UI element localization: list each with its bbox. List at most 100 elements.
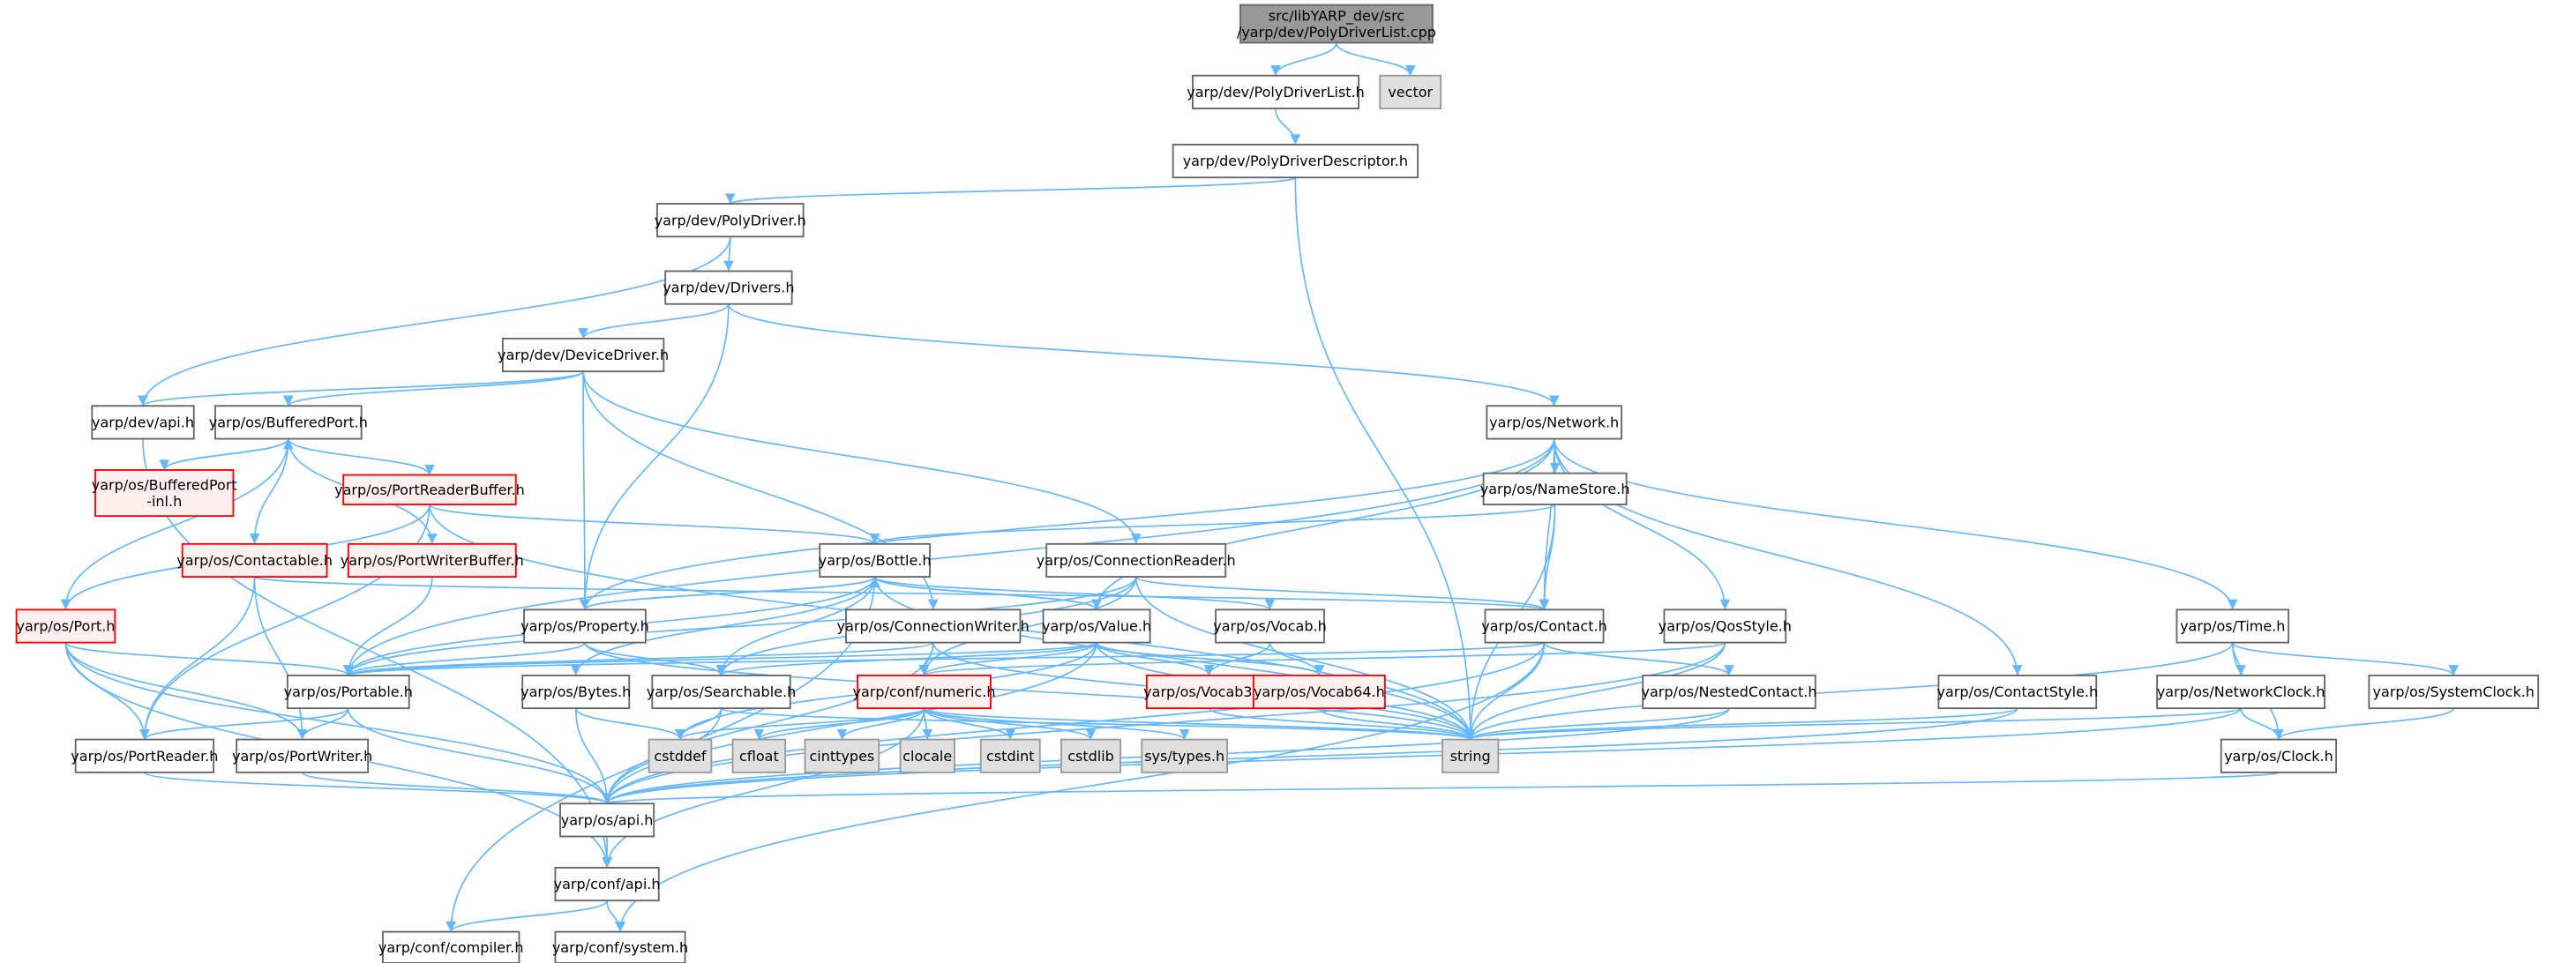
node-bport[interactable]: yarp/os/BufferedPort.h — [209, 405, 368, 440]
node-vector[interactable]: vector — [1379, 74, 1442, 109]
node-label: cstddef — [654, 748, 707, 765]
node-confapi[interactable]: yarp/conf/api.h — [554, 866, 661, 902]
edge-devdrv-to-devapi — [138, 370, 584, 407]
edge-portable-to-pwriter — [296, 707, 349, 740]
node-box — [1486, 405, 1622, 440]
node-pdl[interactable]: yarp/dev/PolyDriverList.h — [1187, 74, 1365, 109]
node-root[interactable]: src/libYARP_dev/src/yarp/dev/PolyDriverL… — [1237, 4, 1436, 44]
edge-numeric-to-cfloat — [753, 707, 925, 741]
edge-network-to-property — [580, 438, 1555, 610]
node-box — [1663, 608, 1787, 644]
node-sysclock[interactable]: yarp/os/SystemClock.h — [2368, 674, 2540, 710]
node-box — [214, 405, 363, 440]
edge-bport-to-port — [60, 438, 289, 610]
node-cstyle[interactable]: yarp/os/ContactStyle.h — [1936, 674, 2098, 710]
node-contact[interactable]: yarp/os/Contact.h — [1481, 608, 1607, 644]
node-searchable[interactable]: yarp/os/Searchable.h — [647, 674, 796, 710]
edge-cstyle-to-string — [1465, 707, 2018, 741]
node-label: sys/types.h — [1144, 748, 1224, 765]
node-pwbuf[interactable]: yarp/os/PortWriterBuffer.h — [341, 542, 524, 579]
node-box — [94, 469, 235, 518]
node-system[interactable]: yarp/conf/system.h — [552, 930, 688, 963]
edge-port-to-preader — [64, 642, 150, 740]
node-label: yarp/os/Network.h — [1489, 414, 1619, 431]
node-vocab64[interactable]: yarp/os/Vocab64.h — [1252, 674, 1386, 710]
node-box — [819, 542, 931, 579]
edge-clock-to-osapi — [603, 772, 2280, 805]
edge-contact-to-portable — [343, 641, 1546, 676]
node-connreader[interactable]: yarp/os/ConnectionReader.h — [1037, 542, 1236, 579]
edge-drivers-to-network — [728, 303, 1560, 407]
node-network[interactable]: yarp/os/Network.h — [1486, 405, 1622, 440]
node-nested[interactable]: yarp/os/NestedContact.h — [1642, 674, 1817, 710]
node-clock[interactable]: yarp/os/Clock.h — [2220, 738, 2338, 773]
edge-network-to-portable — [343, 438, 1555, 676]
edge-bytes-to-osapi — [574, 708, 612, 804]
node-cstddef[interactable]: cstddef — [648, 738, 713, 773]
node-cfloat[interactable]: cfloat — [731, 738, 787, 773]
edge-devdrv-to-property — [580, 371, 590, 610]
edge-time-to-sysclock — [2231, 641, 2459, 676]
node-box — [554, 866, 660, 902]
node-qos[interactable]: yarp/os/QosStyle.h — [1659, 608, 1792, 644]
node-label: yarp/os/QosStyle.h — [1659, 618, 1792, 635]
node-port[interactable]: yarp/os/Port.h — [15, 608, 116, 644]
node-cstdlib[interactable]: cstdlib — [1060, 738, 1121, 773]
node-label: yarp/os/Bottle.h — [819, 552, 932, 569]
node-contactable[interactable]: yarp/os/Contactable.h — [176, 542, 333, 579]
node-box — [381, 930, 520, 963]
node-time[interactable]: yarp/os/Time.h — [2175, 608, 2290, 644]
node-namestore[interactable]: yarp/os/NameStore.h — [1480, 472, 1630, 506]
node-compiler[interactable]: yarp/conf/compiler.h — [378, 930, 524, 963]
node-label: yarp/os/BufferedPort.h — [209, 414, 368, 431]
node-box — [2156, 674, 2326, 710]
node-pd[interactable]: yarp/dev/PolyDriver.h — [655, 203, 806, 238]
node-value[interactable]: yarp/os/Value.h — [1042, 608, 1151, 644]
node-devapi[interactable]: yarp/dev/api.h — [91, 405, 195, 440]
edge-connreader-to-string — [1134, 577, 1476, 740]
node-preader[interactable]: yarp/os/PortReader.h — [71, 738, 218, 773]
node-box — [1239, 4, 1434, 44]
edge-value-to-vocab64 — [1096, 641, 1325, 676]
node-portable[interactable]: yarp/os/Portable.h — [284, 674, 413, 710]
edge-netclock-to-osapi — [602, 707, 2242, 804]
node-cinttypes[interactable]: cinttypes — [804, 738, 880, 773]
node-box — [857, 674, 992, 710]
edge-portable-to-preader — [139, 707, 349, 741]
node-vocab[interactable]: yarp/os/Vocab.h — [1213, 608, 1327, 644]
node-connwriter[interactable]: yarp/os/ConnectionWriter.h — [837, 608, 1030, 644]
edge-devdrv-to-bport — [283, 370, 584, 407]
node-box — [1045, 542, 1227, 579]
node-cstdint[interactable]: cstdint — [979, 738, 1041, 773]
node-property[interactable]: yarp/os/Property.h — [520, 608, 649, 644]
node-box — [1379, 74, 1442, 109]
node-drivers[interactable]: yarp/dev/Drivers.h — [663, 270, 794, 305]
node-pdd[interactable]: yarp/dev/PolyDriverDescriptor.h — [1172, 144, 1419, 179]
node-prbuf[interactable]: yarp/os/PortReaderBuffer.h — [334, 474, 525, 506]
node-box — [1141, 738, 1229, 773]
node-bytes[interactable]: yarp/os/Bytes.h — [520, 674, 631, 710]
node-bottle[interactable]: yarp/os/Bottle.h — [819, 542, 932, 579]
node-bportinl[interactable]: yarp/os/BufferedPort-inl.h — [92, 469, 237, 518]
edge-root-to-vector — [1336, 42, 1416, 76]
node-devdrv[interactable]: yarp/dev/DeviceDriver.h — [498, 337, 669, 373]
edge-network-to-contact — [1539, 438, 1555, 610]
node-box — [347, 542, 517, 579]
edge-contact-to-nested — [1543, 642, 1734, 676]
edge-root-to-pdl — [1270, 42, 1337, 76]
node-label: yarp/os/Clock.h — [2224, 748, 2333, 765]
node-string[interactable]: string — [1442, 738, 1500, 773]
node-numeric[interactable]: yarp/conf/numeric.h — [853, 674, 996, 710]
node-box — [1484, 608, 1605, 644]
node-vocab32[interactable]: yarp/os/Vocab32.h — [1143, 674, 1275, 710]
edge-pwbuf-to-portable — [342, 577, 433, 676]
node-clocale[interactable]: clocale — [899, 738, 955, 773]
node-pwriter[interactable]: yarp/os/PortWriter.h — [232, 738, 372, 773]
edge-value-to-portable — [343, 641, 1097, 676]
node-systypes[interactable]: sys/types.h — [1141, 738, 1229, 773]
node-osapi[interactable]: yarp/os/api.h — [559, 802, 655, 838]
node-netclock[interactable]: yarp/os/NetworkClock.h — [2156, 674, 2326, 710]
edge-network-to-value — [1091, 438, 1555, 610]
edge-nested-to-string — [1465, 707, 1730, 741]
node-label: yarp/os/Portable.h — [284, 683, 413, 700]
